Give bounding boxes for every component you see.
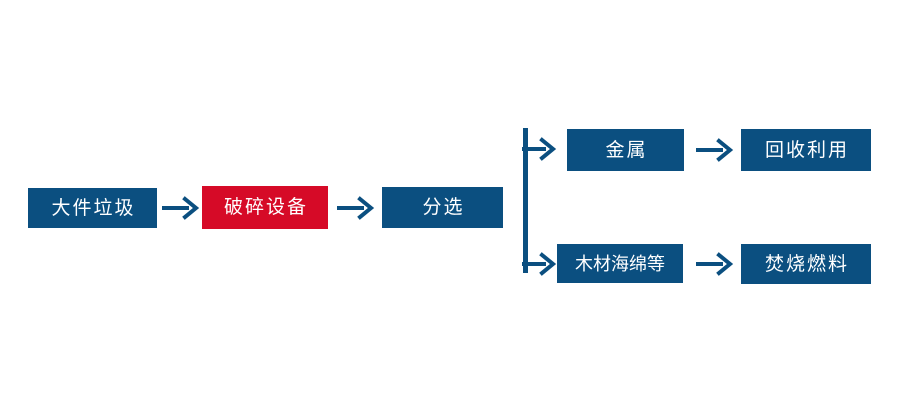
node-sorting[interactable]: 分选: [382, 187, 503, 228]
branch-arrow-right-icon-to-wood-sponge: [522, 252, 557, 276]
vertical-line-icon-branch-trunk: [523, 128, 528, 273]
arrow-right-icon-bulky-to-shredder: [162, 196, 200, 220]
node-wood-sponge-etc[interactable]: 木材海绵等: [557, 244, 683, 283]
node-recycling[interactable]: 回收利用: [741, 129, 871, 171]
arrow-right-icon-shredder-to-sorting: [337, 196, 375, 220]
branch-arrow-right-icon-to-metal: [522, 137, 557, 161]
node-shredder[interactable]: 破碎设备: [202, 186, 328, 229]
arrow-right-icon-metal-to-recycling: [696, 138, 734, 162]
node-incineration-fuel[interactable]: 焚烧燃料: [741, 244, 871, 284]
node-bulky-waste[interactable]: 大件垃圾: [28, 188, 157, 228]
node-metal[interactable]: 金属: [567, 129, 684, 171]
arrow-right-icon-wood-to-incineration: [696, 252, 734, 276]
